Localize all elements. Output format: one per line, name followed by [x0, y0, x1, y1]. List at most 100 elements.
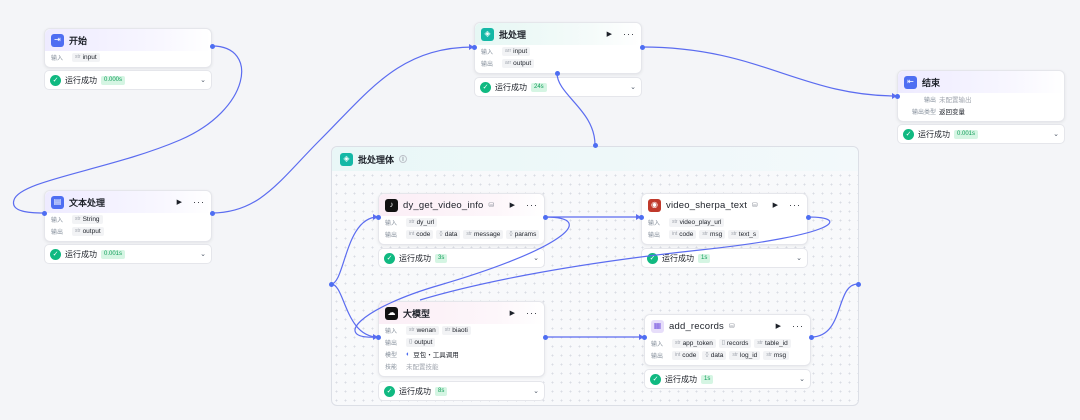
group-output-port[interactable] — [856, 282, 861, 287]
more-icon[interactable]: ··· — [526, 200, 538, 210]
text-process-status-bar[interactable]: ✓ 运行成功 0.001s ⌄ — [44, 244, 212, 264]
doubao-icon: ◐ — [406, 350, 411, 358]
llm-model-label: 模型 — [385, 352, 398, 359]
text-process-icon: ▤ — [51, 195, 64, 209]
records-status-bar[interactable]: ✓ 运行成功 1s ⌄ — [644, 369, 811, 389]
chevron-down-icon[interactable]: ⌄ — [630, 84, 636, 91]
batch-status-bar[interactable]: ✓ 运行成功 24s ⌄ — [474, 77, 642, 97]
start-icon: ⇥ — [51, 33, 64, 47]
duration-badge: 24s — [531, 82, 547, 92]
io-row-label: 输入 — [51, 55, 64, 62]
chevron-down-icon[interactable]: ⌄ — [533, 388, 539, 395]
link-icon[interactable]: ⛁ — [488, 202, 495, 209]
link-icon[interactable]: ⛁ — [729, 323, 735, 330]
dy-input-port[interactable] — [376, 215, 381, 220]
llm-output-port[interactable] — [543, 335, 548, 340]
play-icon[interactable]: ▶ — [509, 310, 515, 317]
success-check-icon: ✓ — [384, 252, 395, 264]
end-status-bar[interactable]: ✓ 运行成功 0.001s ⌄ — [897, 124, 1065, 144]
variable-type: int — [675, 352, 681, 358]
more-icon[interactable]: ··· — [193, 197, 205, 207]
end-input-port[interactable] — [895, 94, 900, 99]
play-icon[interactable]: ▶ — [775, 323, 781, 330]
llm-input-port[interactable] — [376, 335, 381, 340]
chevron-down-icon[interactable]: ⌄ — [799, 376, 805, 383]
records-output-port[interactable] — [809, 335, 814, 340]
llm-status-bar[interactable]: ✓ 运行成功 8s ⌄ — [378, 381, 545, 401]
sherpa-node-header: ◉ video_sherpa_text ⛁ ▶ ··· — [642, 194, 807, 216]
variable-name: table_id — [764, 339, 788, 347]
more-icon[interactable]: ··· — [792, 321, 804, 331]
sherpa-input-port[interactable] — [639, 215, 644, 220]
batch-icon: ◈ — [340, 152, 353, 166]
chevron-down-icon[interactable]: ⌄ — [533, 255, 539, 262]
duration-badge: 0.000s — [101, 75, 126, 85]
end-type-value: 返回变量 — [939, 109, 965, 116]
status-text: 运行成功 — [662, 253, 694, 263]
start-output-port[interactable] — [210, 44, 215, 49]
batch-output-port[interactable] — [640, 45, 645, 50]
batch-group-top-port[interactable] — [593, 143, 598, 148]
llm-skill-row: 技能 未配置技能 — [379, 360, 544, 372]
io-row-label: 输出 — [651, 353, 664, 360]
more-icon[interactable]: ··· — [526, 308, 538, 318]
variable-name: biaoti — [452, 326, 468, 334]
variable-type: str — [732, 352, 738, 358]
variable-type: {} — [705, 352, 709, 358]
dy-node-title: dy_get_video_info — [403, 199, 484, 211]
variable-name: data — [710, 351, 724, 359]
info-icon[interactable]: i — [399, 155, 408, 163]
variable-type: str — [731, 231, 737, 237]
variable-name: String — [82, 215, 100, 223]
variable-name: message — [473, 230, 501, 238]
variable-tag: {}params — [506, 229, 540, 239]
batch-node-header: ◈ 批处理 ▶ ··· — [475, 23, 641, 45]
chevron-down-icon[interactable]: ⌄ — [796, 255, 802, 262]
records-input-port[interactable] — [642, 335, 647, 340]
play-icon[interactable]: ▶ — [509, 202, 515, 209]
play-icon[interactable]: ▶ — [606, 31, 612, 38]
text-process-output-port[interactable] — [210, 211, 215, 216]
more-icon[interactable]: ··· — [789, 200, 801, 210]
chevron-down-icon[interactable]: ⌄ — [200, 77, 206, 84]
chevron-down-icon[interactable]: ⌄ — [200, 251, 206, 258]
batch-body-header: ◈ 批处理体 i — [332, 147, 858, 171]
end-node[interactable]: ⇤ 结束 输出 未配置输出 输出类型 返回变量 — [897, 70, 1065, 122]
dy-status-bar[interactable]: ✓ 运行成功 3s ⌄ — [378, 248, 545, 268]
batch-input-port[interactable] — [472, 45, 477, 50]
status-text: 运行成功 — [665, 374, 697, 384]
dy-output-port[interactable] — [543, 215, 548, 220]
sherpa-status-bar[interactable]: ✓ 运行成功 1s ⌄ — [641, 248, 808, 268]
link-icon[interactable]: ⛁ — [752, 202, 758, 209]
sherpa-output-port[interactable] — [806, 215, 811, 220]
play-icon[interactable]: ▶ — [176, 199, 182, 206]
variable-type: [] — [721, 340, 725, 346]
play-icon[interactable]: ▶ — [772, 202, 778, 209]
more-icon[interactable]: ··· — [623, 29, 635, 39]
text-process-input-port[interactable] — [42, 211, 47, 216]
chevron-down-icon[interactable]: ⌄ — [1053, 131, 1059, 138]
group-input-port[interactable] — [329, 282, 334, 287]
status-text: 运行成功 — [399, 386, 431, 396]
batch-body-port[interactable] — [555, 71, 560, 76]
start-status-bar[interactable]: ✓ 运行成功 0.000s ⌄ — [44, 70, 212, 90]
variable-name: output — [82, 227, 101, 235]
